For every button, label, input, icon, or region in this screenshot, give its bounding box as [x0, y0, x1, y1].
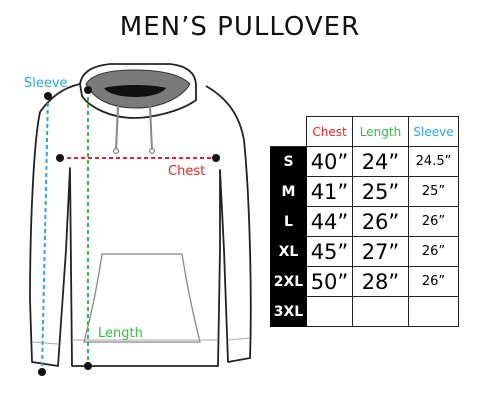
sleeve-value: 24.5”	[408, 146, 459, 177]
sleeve-value: 25”	[408, 176, 459, 207]
sleeve-value: 26”	[408, 266, 459, 297]
chest-value: 40”	[306, 146, 353, 177]
size-label: M	[270, 176, 307, 207]
sleeve-label: Sleeve	[24, 76, 68, 91]
table-row: S 40” 24” 24.5”	[270, 146, 459, 177]
sleeve-value: 26”	[408, 206, 459, 237]
chest-value: 41”	[306, 176, 353, 207]
size-chart-header-row: Chest Length Sleeve	[270, 116, 459, 147]
length-value: 27”	[352, 236, 409, 267]
size-chart-table: Chest Length Sleeve S 40” 24” 24.5” M 41…	[270, 116, 459, 327]
table-row: M 41” 25” 25”	[270, 176, 459, 207]
chest-label: Chest	[168, 164, 206, 179]
table-row: L 44” 26” 26”	[270, 206, 459, 237]
length-label: Length	[98, 326, 143, 341]
length-value: 24”	[352, 146, 409, 177]
sleeve-value	[408, 296, 459, 327]
page-title: MEN’S PULLOVER	[119, 12, 361, 42]
size-label: S	[270, 146, 307, 177]
size-label: 3XL	[270, 296, 307, 327]
length-value: 26”	[352, 206, 409, 237]
header-length: Length	[352, 116, 409, 147]
table-row: 3XL	[270, 296, 459, 327]
sleeve-measure-line	[38, 92, 52, 376]
sleeve-value: 26”	[408, 236, 459, 267]
chest-measure-line	[56, 154, 220, 162]
size-label: 2XL	[270, 266, 307, 297]
length-value: 25”	[352, 176, 409, 207]
length-value: 28”	[352, 266, 409, 297]
length-value	[352, 296, 409, 327]
size-label: L	[270, 206, 307, 237]
table-row: 2XL 50” 28” 26”	[270, 266, 459, 297]
length-measure-line	[84, 86, 92, 370]
chest-value	[306, 296, 353, 327]
size-chart-corner	[270, 116, 307, 147]
header-chest: Chest	[306, 116, 353, 147]
chest-value: 45”	[306, 236, 353, 267]
header-sleeve: Sleeve	[408, 116, 459, 147]
chest-value: 44”	[306, 206, 353, 237]
size-label: XL	[270, 236, 307, 267]
table-row: XL 45” 27” 26”	[270, 236, 459, 267]
chest-value: 50”	[306, 266, 353, 297]
